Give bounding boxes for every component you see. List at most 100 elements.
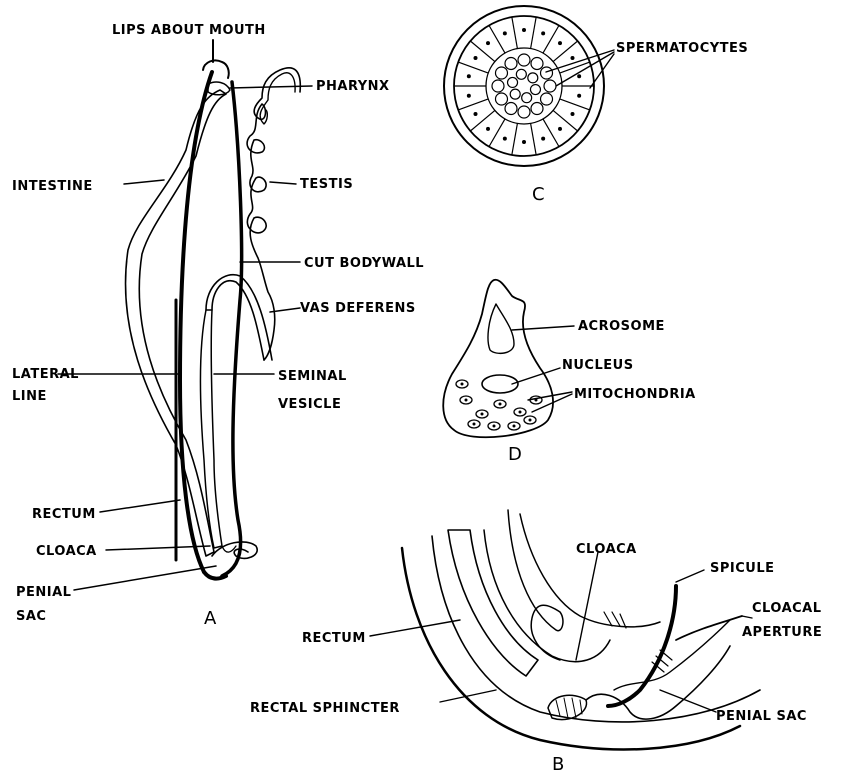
rectum-pointer-a	[100, 500, 180, 512]
figure-c-testis-section: SPERMATOCYTES C	[444, 6, 748, 205]
cell-wall	[512, 123, 518, 155]
acrosome	[488, 304, 514, 353]
cell-wall	[560, 62, 590, 73]
b-rectum-pointer	[370, 620, 460, 636]
lips	[203, 60, 229, 78]
spermatocyte	[495, 67, 507, 79]
cell-nucleus	[558, 127, 562, 131]
spermatocyte	[492, 80, 504, 92]
spermatocyte	[508, 77, 518, 87]
label-cloacal-aperture-1: CLOACAL	[752, 601, 822, 616]
spermatocyte	[541, 93, 553, 105]
label-rectum-a: RECTUM	[32, 507, 96, 522]
body-wall-bottom	[204, 572, 226, 579]
label-nucleus: NUCLEUS	[562, 358, 634, 373]
acrosome-pointer	[512, 326, 574, 330]
label-lateral-line-1: LATERAL	[12, 367, 79, 382]
seminal-vesicle	[201, 310, 223, 548]
cell-nucleus	[577, 74, 581, 78]
label-spicule: SPICULE	[710, 561, 775, 576]
b-penial-sac-pointer	[660, 690, 716, 712]
label-intestine: INTESTINE	[12, 179, 93, 194]
mitochondrion-core	[461, 383, 464, 386]
spermatocyte	[544, 80, 556, 92]
label-acrosome: ACROSOME	[578, 319, 665, 334]
cell-wall	[531, 17, 537, 49]
label-seminal-vesicle-2: VESICLE	[278, 397, 341, 412]
mitochondrion-core	[481, 413, 484, 416]
label-penial-sac-b: PENIAL SAC	[716, 709, 807, 724]
label-testis: TESTIS	[300, 177, 353, 192]
b-rectum	[448, 530, 538, 676]
cell-nucleus	[486, 127, 490, 131]
body-wall-right	[222, 82, 242, 576]
label-mitochondria: MITOCHONDRIA	[574, 387, 696, 402]
spermatocyte	[530, 85, 540, 95]
cell-nucleus	[503, 137, 507, 141]
cell-nucleus	[474, 56, 478, 60]
cell-nucleus	[522, 140, 526, 144]
intestine-pointer	[124, 180, 164, 184]
mitochondrion-core	[499, 403, 502, 406]
b-cloacal-aperture-pointer	[742, 616, 752, 618]
mitochondria-pointer	[528, 392, 572, 412]
cell-wall	[458, 99, 488, 110]
cell-nucleus	[541, 31, 545, 35]
b-penial-sac	[614, 620, 730, 690]
spermatocyte	[518, 54, 530, 66]
spermatocyte-cells	[492, 54, 556, 118]
spermatocyte	[516, 69, 526, 79]
b-body-wall-outer	[402, 548, 740, 749]
spermatocyte	[541, 67, 553, 79]
spermatocyte	[495, 93, 507, 105]
cell-wall	[560, 99, 590, 110]
mitochondrion-core	[473, 423, 476, 426]
label-cloaca-b: CLOACA	[576, 542, 637, 557]
figure-d-sperm-cell: ACROSOME NUCLEUS MITOCHONDRIA D	[443, 280, 696, 465]
mitochondrion-core	[513, 425, 516, 428]
pharynx	[208, 82, 230, 95]
cell-nucleus	[467, 74, 471, 78]
cell-wall	[543, 119, 559, 147]
figure-b-tail-section: CLOACA SPICULE CLOACAL APERTURE RECTUM R…	[250, 510, 822, 774]
cell-nucleus	[474, 112, 478, 116]
cell-wall	[543, 25, 559, 53]
figure-d-letter: D	[508, 444, 522, 465]
cell-nucleus	[467, 94, 471, 98]
mitochondrion-core	[529, 419, 532, 422]
mitochondrion-core	[465, 399, 468, 402]
testis-pointer	[270, 182, 296, 184]
mitochondrion-core	[519, 411, 522, 414]
label-lateral-line-2: LINE	[12, 389, 47, 404]
label-cloaca-a: CLOACA	[36, 544, 97, 559]
spermatocyte	[510, 89, 520, 99]
spermatocyte	[522, 93, 532, 103]
label-pharynx: PHARYNX	[316, 79, 390, 94]
label-rectal-sphincter: RECTAL SPHINCTER	[250, 701, 400, 716]
cell-wall	[531, 123, 537, 155]
cell-nucleus	[486, 41, 490, 45]
penial-sac-pointer-a	[74, 566, 216, 590]
label-seminal-vesicle-1: SEMINAL	[278, 369, 347, 384]
figure-a-worm-dissection: LIPS ABOUT MOUTH PHARYNX INTESTINE TESTI…	[12, 23, 424, 629]
cell-wall	[458, 62, 488, 73]
nucleus-pointer	[512, 368, 560, 384]
cell-wall	[489, 25, 505, 53]
sperm-cell-outline	[443, 280, 553, 437]
label-cut-bodywall: CUT BODYWALL	[304, 256, 424, 271]
label-spermatocytes: SPERMATOCYTES	[616, 41, 748, 56]
cell-nucleus	[522, 28, 526, 32]
cell-wall	[489, 119, 505, 147]
cell-wall	[512, 17, 518, 49]
spermatocyte	[528, 73, 538, 83]
germinal-cells	[454, 17, 594, 155]
b-cloacal-aperture	[676, 616, 742, 640]
figure-c-letter: C	[532, 184, 545, 205]
cell-nucleus	[570, 112, 574, 116]
cell-nucleus	[503, 31, 507, 35]
b-cloaca-wall	[508, 510, 563, 660]
label-penial-sac-a-1: PENIAL	[16, 585, 71, 600]
label-lips-about-mouth: LIPS ABOUT MOUTH	[112, 23, 266, 38]
b-spicule-pointer	[676, 570, 704, 582]
